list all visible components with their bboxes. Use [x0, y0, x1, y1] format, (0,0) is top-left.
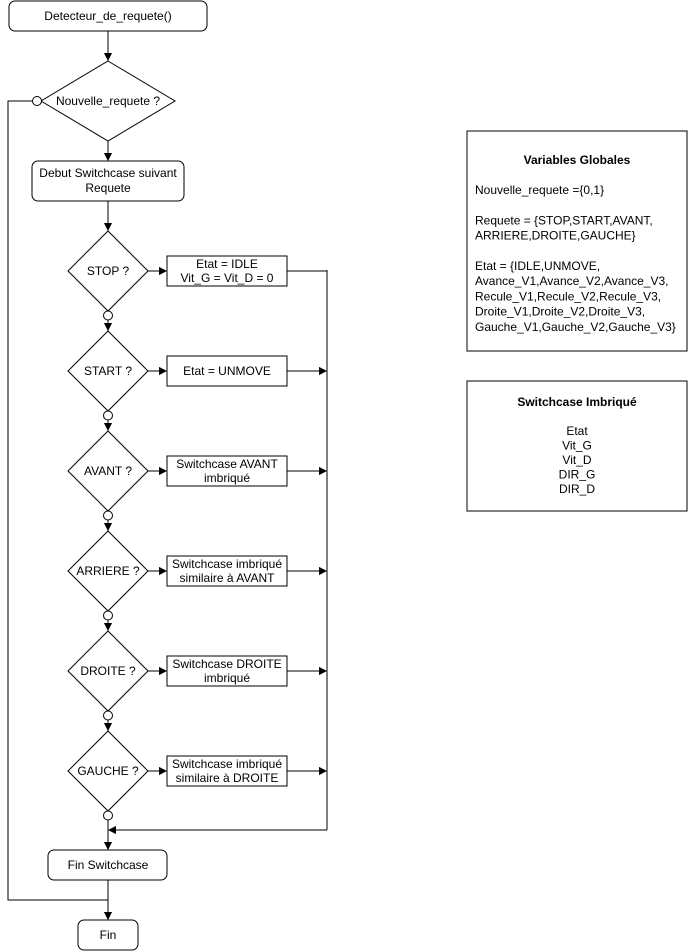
case-condition-label: AVANT ? [84, 464, 132, 478]
global-variables-line: Requete = {STOP,START,AVANT, [475, 213, 653, 227]
global-variables-line: Avance_V1,Avance_V2,Avance_V3, [475, 274, 668, 288]
nested-switchcase-title: Switchcase Imbriqué [517, 395, 637, 409]
global-variables-title: Variables Globales [524, 153, 631, 167]
edge-no-request-bypass [7, 100, 108, 901]
case-action-label: Etat = UNMOVE [183, 364, 271, 378]
case-no-connector [103, 610, 113, 621]
case-action-label: similaire à DROITE [176, 771, 279, 785]
nested-switchcase-line: Etat [566, 424, 588, 438]
case-condition-label: GAUCHE ? [77, 764, 139, 778]
nested-switchcase-line: DIR_D [559, 482, 595, 496]
case-no-connector [103, 410, 113, 421]
start-node-label: Detecteur_de_requete() [44, 9, 171, 23]
global-variables-line: Nouvelle_requete ={0,1} [475, 183, 604, 197]
nested-switchcase-box: Switchcase Imbriqué EtatVit_GVit_DDIR_GD… [466, 380, 688, 512]
case-no-connector [103, 310, 113, 321]
case-action-box [166, 455, 288, 487]
global-variables-box: Variables Globales Nouvelle_requete ={0,… [466, 130, 688, 352]
end-label: Fin [100, 928, 117, 942]
global-variables-line: Gauche_V1,Gauche_V2,Gauche_V3} [475, 320, 676, 334]
case-action-label: Switchcase imbriqué [172, 557, 282, 571]
new-request-decision-label: Nouvelle_requete ? [56, 94, 160, 108]
end-node: Fin [77, 919, 139, 951]
nested-switchcase-line: Vit_D [562, 453, 591, 467]
case-action-box [166, 755, 288, 787]
case-action-box [166, 655, 288, 687]
main-connectors [7, 31, 328, 919]
case-condition-label: ARRIERE ? [76, 564, 140, 578]
global-variables-line: ARRIERE,DROITE,GAUCHE} [475, 229, 636, 243]
global-variables-line: Etat = {IDLE,UNMOVE, [475, 259, 600, 273]
nested-switchcase-line: DIR_G [559, 468, 596, 482]
start-node: Detecteur_de_requete() [8, 0, 208, 32]
case-condition-label: START ? [84, 364, 132, 378]
case-action-label: imbriqué [204, 471, 250, 485]
case-no-connector [103, 710, 113, 721]
case-action-box [166, 555, 288, 587]
switch-end-label: Fin Switchcase [68, 858, 149, 872]
case-action-box [166, 355, 288, 387]
switch-begin-node: Debut Switchcase suivant Requete [31, 160, 185, 202]
nested-switchcase-line: Vit_G [562, 439, 592, 453]
new-request-decision: Nouvelle_requete ? [40, 60, 176, 142]
case-no-connector [103, 510, 113, 521]
case-action-label: Switchcase imbriqué [172, 757, 282, 771]
global-variables-line: Droite_V1,Droite_V2,Droite_V3, [475, 305, 645, 319]
case-2: START ? Etat = UNMOVE [67, 330, 326, 430]
case-action-label: Switchcase AVANT [176, 457, 278, 471]
case-action-label: Switchcase DROITE [172, 657, 281, 671]
switch-begin-label-line1: Debut Switchcase suivant [39, 166, 177, 180]
case-action-label: imbriqué [204, 671, 250, 685]
new-request-no-connector [32, 96, 42, 106]
case-action-label: Etat = IDLE [196, 257, 258, 271]
case-no-connector [103, 810, 113, 821]
global-variables-line: Recule_V1,Recule_V2,Recule_V3, [475, 289, 661, 303]
case-action-label: Vit_G = Vit_D = 0 [181, 271, 274, 285]
case-action-label: similaire à AVANT [180, 571, 276, 585]
case-condition-label: STOP ? [87, 264, 130, 278]
case-condition-label: DROITE ? [80, 664, 136, 678]
switch-begin-label-line2: Requete [85, 181, 131, 195]
global-variables-lines: Nouvelle_requete ={0,1} Requete = {STOP,S… [475, 183, 676, 334]
case-action-box [166, 255, 288, 287]
switch-end-node: Fin Switchcase [47, 849, 168, 881]
